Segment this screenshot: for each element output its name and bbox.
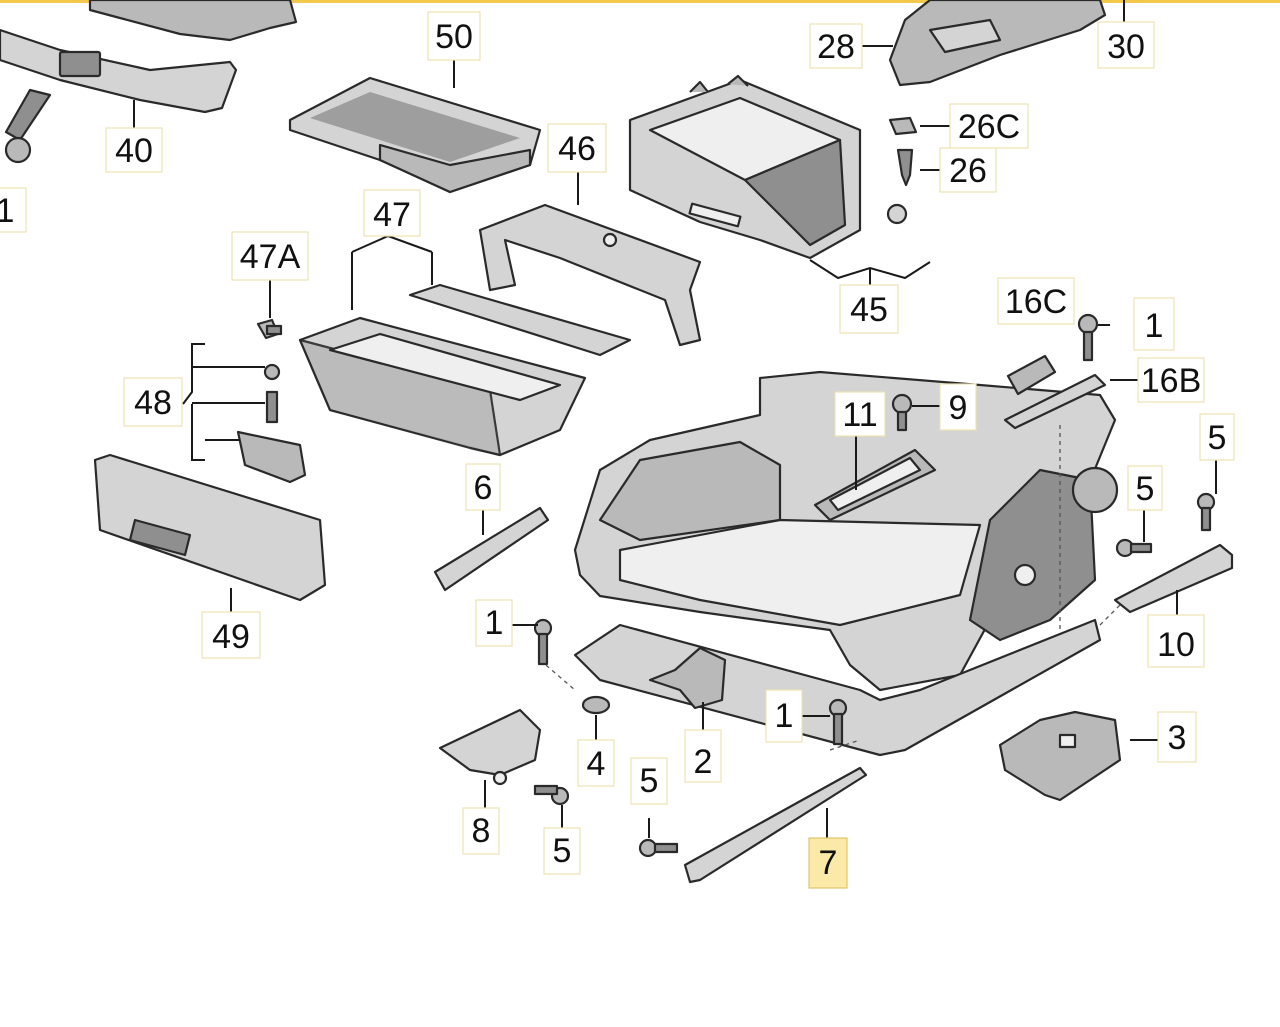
callout-45[interactable]: 45 <box>839 284 899 334</box>
svg-text:47: 47 <box>373 196 411 234</box>
callout-6[interactable]: 6 <box>465 463 501 511</box>
svg-text:10: 10 <box>1157 626 1195 664</box>
callout-3[interactable]: 3 <box>1157 711 1197 763</box>
svg-text:1: 1 <box>485 604 504 642</box>
callout-26[interactable]: 26 <box>939 147 997 193</box>
part-40-trim-panel <box>0 0 298 164</box>
callout-8[interactable]: 8 <box>462 807 500 855</box>
part-6-rail <box>433 506 550 592</box>
part-11-slide <box>813 448 937 522</box>
svg-text:45: 45 <box>850 291 888 329</box>
svg-text:1: 1 <box>0 192 14 230</box>
svg-text:7: 7 <box>819 844 838 882</box>
callout-5-lower-middle[interactable]: 5 <box>630 757 668 805</box>
svg-text:48: 48 <box>134 384 172 422</box>
top-accent-bar <box>0 0 1280 3</box>
part-50-tray <box>288 76 542 194</box>
callout-5-right[interactable]: 5 <box>1127 465 1163 511</box>
part-3-cover <box>998 710 1122 802</box>
callout-26c[interactable]: 26C <box>949 103 1029 149</box>
svg-text:28: 28 <box>817 28 855 66</box>
callout-16b[interactable]: 16B <box>1137 357 1205 403</box>
svg-text:30: 30 <box>1107 28 1145 66</box>
part-2-block <box>648 646 727 710</box>
part-45-bracket-frame <box>628 74 862 260</box>
svg-text:6: 6 <box>474 469 493 507</box>
part-5-screws-lower <box>533 784 679 858</box>
svg-text:49: 49 <box>212 618 250 656</box>
part-16-assembly <box>1003 313 1107 430</box>
callout-10[interactable]: 10 <box>1147 614 1205 668</box>
callout-4[interactable]: 4 <box>577 739 615 787</box>
part-9-screw <box>891 393 913 432</box>
callout-48[interactable]: 48 <box>123 377 183 427</box>
callout-1-right[interactable]: 1 <box>1133 297 1175 351</box>
callout-9[interactable]: 9 <box>939 383 977 431</box>
part-26-screw <box>886 116 918 225</box>
svg-text:26C: 26C <box>958 108 1020 146</box>
part-49-trim-cover <box>93 453 327 602</box>
svg-text:1: 1 <box>775 697 794 735</box>
part-1-screws-lower <box>533 618 848 746</box>
svg-text:46: 46 <box>558 130 596 168</box>
callout-11[interactable]: 11 <box>834 391 886 437</box>
part-4-washer <box>581 695 611 715</box>
seat-cushion <box>573 370 1119 692</box>
callout-46[interactable]: 46 <box>547 123 607 173</box>
part-47a-clip <box>256 318 283 340</box>
svg-text:3: 3 <box>1168 719 1187 757</box>
callout-47[interactable]: 47 <box>363 189 421 237</box>
svg-text:26: 26 <box>949 152 987 190</box>
part-5-screws-right <box>1115 492 1216 558</box>
callout-28[interactable]: 28 <box>809 23 863 69</box>
part-8-bracket <box>438 708 542 786</box>
callout-50[interactable]: 50 <box>427 11 481 61</box>
svg-text:5: 5 <box>553 832 572 870</box>
callout-1-topleft[interactable]: 1 <box>0 187 27 233</box>
svg-text:2: 2 <box>694 743 713 781</box>
svg-text:16C: 16C <box>1005 283 1067 321</box>
svg-text:9: 9 <box>949 389 968 427</box>
part-46-plate <box>478 203 702 347</box>
callout-40[interactable]: 40 <box>105 127 163 173</box>
callout-5-far-right[interactable]: 5 <box>1199 413 1235 461</box>
callout-5-lower-left[interactable]: 5 <box>543 827 581 875</box>
svg-text:11: 11 <box>842 396 877 434</box>
part-28-30-side-trim <box>888 0 1107 87</box>
callout-1-lower-left[interactable]: 1 <box>475 599 513 647</box>
svg-text:16B: 16B <box>1141 362 1202 400</box>
callout-30[interactable]: 30 <box>1097 21 1155 69</box>
callout-16c[interactable]: 16C <box>997 277 1075 325</box>
callout-1-lower-middle[interactable]: 1 <box>765 689 803 743</box>
callout-49[interactable]: 49 <box>201 611 261 659</box>
leader-lines <box>133 0 1217 838</box>
svg-text:5: 5 <box>640 762 659 800</box>
svg-text:50: 50 <box>435 18 473 56</box>
part-7-rail <box>683 766 868 884</box>
callout-2[interactable]: 2 <box>684 729 722 783</box>
svg-text:5: 5 <box>1136 470 1155 508</box>
svg-text:8: 8 <box>472 812 491 850</box>
svg-text:1: 1 <box>1145 307 1164 345</box>
svg-text:40: 40 <box>115 132 153 170</box>
svg-text:47A: 47A <box>240 238 301 276</box>
svg-text:4: 4 <box>587 745 606 783</box>
svg-text:5: 5 <box>1208 419 1227 457</box>
callout-7-highlighted[interactable]: 7 <box>808 837 848 889</box>
callout-47a[interactable]: 47A <box>231 231 309 281</box>
part-47-housing <box>298 283 632 457</box>
part-48-fasteners <box>236 363 307 484</box>
part-10-rail <box>1113 543 1234 614</box>
